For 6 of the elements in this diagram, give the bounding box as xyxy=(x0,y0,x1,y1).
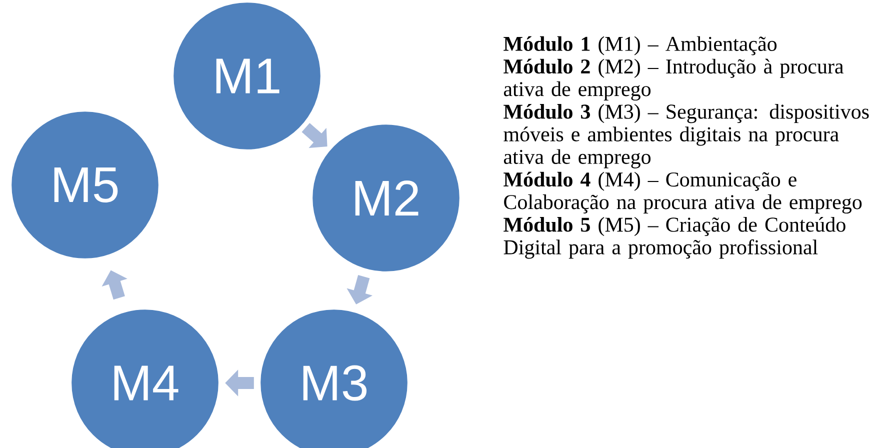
module-description: Módulo 5 (M5) – Criação de Conteúdo Digital para a promoção profissional xyxy=(504,216,846,259)
module-description: Módulo 2 (M2) – Introdução à procura ativa de emprego xyxy=(504,58,844,101)
module-description: Módulo 1 (M1) – Ambientação xyxy=(504,36,777,56)
arrow xyxy=(302,123,328,148)
module-description: Módulo 3 (M3) – Segurança: dispositivos móveis e ambientes digitais na procura ativa de emprego xyxy=(504,104,869,168)
module-description: Módulo 4 (M4) – Comunicação e Colaboração na procura ativa de emprego xyxy=(504,172,862,214)
